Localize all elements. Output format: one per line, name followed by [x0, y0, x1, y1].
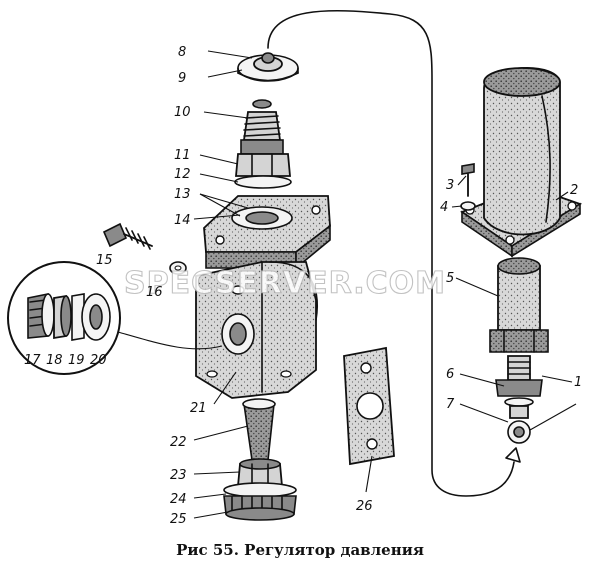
- callout-23: 23: [170, 468, 187, 483]
- callout-10: 10: [174, 105, 191, 120]
- spring-washer: [169, 261, 187, 275]
- diaphragm-cap: [237, 52, 299, 82]
- callout-19: 19: [68, 353, 85, 368]
- callout-7: 7: [446, 397, 455, 412]
- filter-cone: [242, 398, 276, 461]
- callout-21: 21: [190, 401, 207, 416]
- pressure-sensor: [489, 257, 549, 444]
- adjusting-screw: [240, 99, 284, 155]
- callout-18: 18: [46, 353, 63, 368]
- callout-8: 8: [178, 45, 186, 60]
- callout-15: 15: [96, 253, 113, 268]
- callout-14: 14: [174, 213, 191, 228]
- site-watermark: SPECSERVER.COM: [124, 266, 446, 301]
- callout-9: 9: [178, 71, 186, 86]
- bottom-nut-assembly: [223, 458, 297, 521]
- connecting-tube: [267, 9, 515, 497]
- callout-2: 2: [570, 183, 578, 198]
- callout-24: 24: [170, 492, 187, 507]
- mounting-bolt: [102, 222, 153, 250]
- callout-13: 13: [174, 187, 191, 202]
- callout-1: 1: [574, 375, 582, 390]
- leader-lines: [193, 50, 577, 519]
- callout-6: 6: [446, 367, 454, 382]
- tube-arrow-head: [505, 447, 521, 463]
- callout-25: 25: [170, 512, 187, 527]
- callout-3: 3: [446, 178, 454, 193]
- callout-5: 5: [446, 271, 454, 286]
- callout-12: 12: [174, 167, 191, 182]
- filter-inset: [7, 261, 121, 375]
- callout-11: 11: [174, 148, 191, 163]
- cylinder-cover: [460, 67, 583, 258]
- callout-4: 4: [440, 200, 448, 215]
- figure-caption: Рис 55. Регулятор давления: [176, 541, 424, 559]
- callout-26: 26: [356, 499, 373, 514]
- lock-nut: [234, 153, 292, 189]
- regulator-housing: [195, 195, 331, 399]
- gasket: [343, 346, 395, 466]
- callout-20: 20: [90, 353, 107, 368]
- cover-screw: [460, 163, 476, 211]
- inset-leader: [117, 331, 223, 350]
- callout-17: 17: [24, 353, 41, 368]
- callout-16: 16: [146, 285, 163, 300]
- callout-labels: 8 9 10 11 12 13 14 15 16 17 18 19 20 21 …: [24, 45, 582, 527]
- callout-22: 22: [170, 435, 187, 450]
